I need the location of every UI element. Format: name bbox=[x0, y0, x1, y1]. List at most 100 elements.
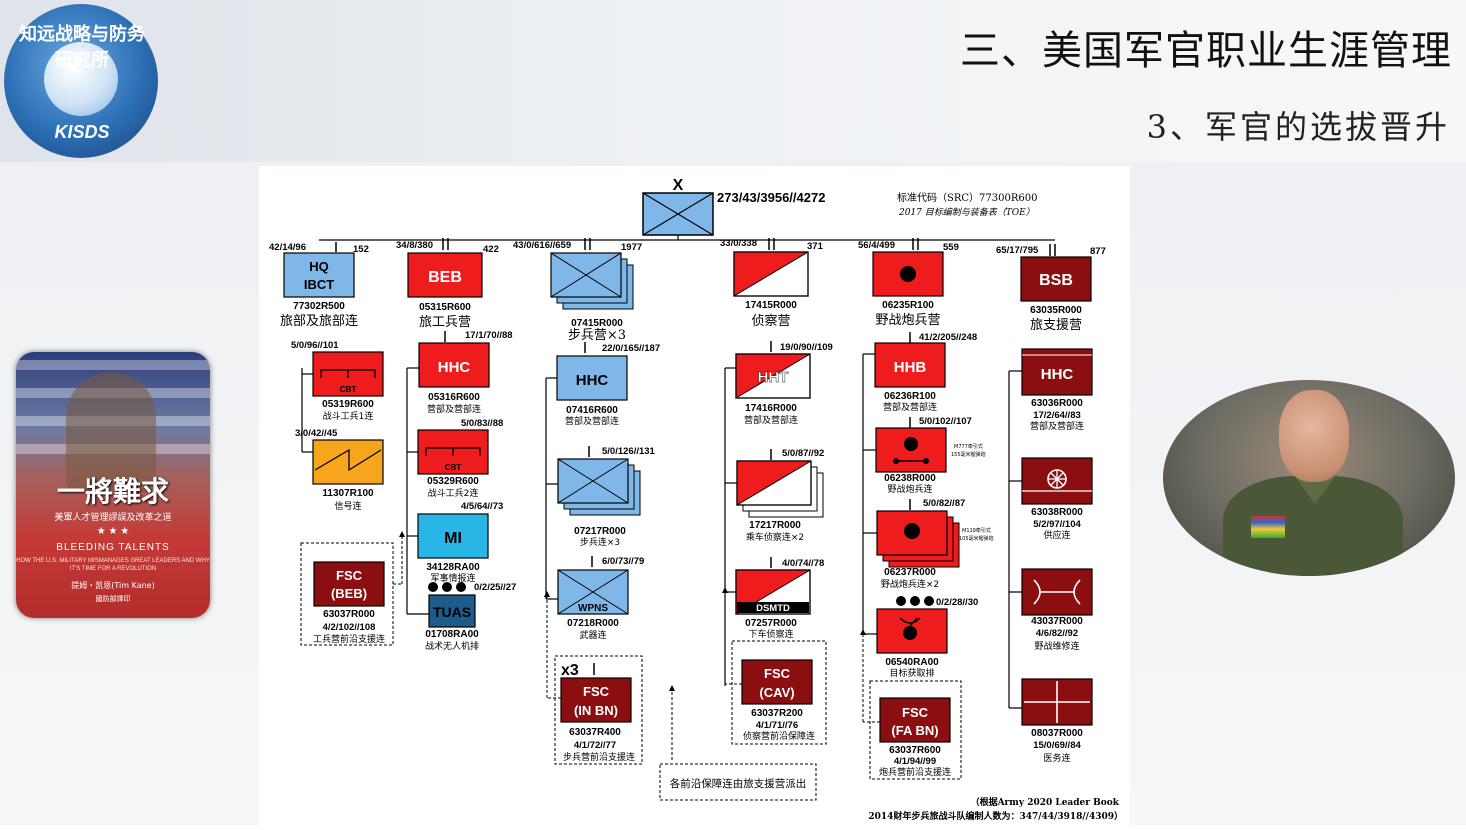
inf-co-numbers: 5/0/126//131 bbox=[602, 446, 656, 457]
fsc-cav-numbers: 4/1/71//76 bbox=[756, 720, 798, 731]
signal-name: 信号连 bbox=[334, 500, 361, 512]
fsc-beb-box bbox=[313, 561, 385, 607]
fsc-in-name: 步兵营前沿支援连 bbox=[563, 751, 635, 763]
mtd-name: 乘车侦察连×2 bbox=[746, 531, 804, 543]
officer-photo bbox=[1163, 380, 1455, 576]
mi-box bbox=[417, 513, 489, 559]
inf-stack-symbol bbox=[550, 252, 634, 310]
fsc-fa-name: 炮兵营前沿支援连 bbox=[879, 766, 951, 778]
hhb-numbers: 41/2/205//248 bbox=[919, 332, 977, 343]
beb-box bbox=[407, 252, 483, 298]
mi-numbers: 4/5/64//73 bbox=[461, 501, 503, 512]
signal-numbers: 3/0/42//45 bbox=[295, 428, 338, 439]
fsc-in-label-2: (IN BN) bbox=[574, 703, 618, 718]
bsb-box bbox=[1020, 256, 1092, 302]
m119-note-2: 105毫米榴弹炮 bbox=[959, 535, 994, 542]
fsc-in-code: 63037R400 bbox=[569, 727, 621, 738]
fsc-beb-numbers: 4/2/102//108 bbox=[323, 622, 376, 633]
wpns-symbol bbox=[557, 569, 629, 615]
fsc-fa-code: 63037R600 bbox=[889, 745, 941, 756]
m119-numbers: 5/0/82//87 bbox=[923, 498, 965, 509]
hq-label-1: HQ bbox=[309, 259, 329, 274]
wpns-numbers: 6/0/73//79 bbox=[602, 556, 644, 567]
m119-name: 野战炮兵连×2 bbox=[881, 578, 939, 590]
logo-chinese-text: 知远战略与防务研究所 bbox=[19, 24, 145, 71]
bsb-hhc-label: HHC bbox=[1041, 366, 1074, 383]
cbt1-numbers: 5/0/96//101 bbox=[291, 340, 339, 351]
artillery-dot-icon bbox=[900, 266, 916, 282]
fsc-in-multiplier: x3 bbox=[561, 662, 579, 679]
tuas-code: 01708RA00 bbox=[425, 629, 479, 640]
brigade-symbol bbox=[642, 192, 714, 236]
maintenance-icon bbox=[1033, 579, 1081, 605]
beb-label: BEB bbox=[428, 269, 462, 286]
flag-stripe bbox=[16, 360, 210, 370]
cbt1-code: 05319R600 bbox=[322, 399, 374, 410]
inf-hhc-code: 07416R600 bbox=[566, 405, 618, 416]
wpns-label: WPNS bbox=[578, 603, 608, 614]
bsb-name: 旅支援营 bbox=[1030, 318, 1082, 333]
m119-note-1: M119牵引式 bbox=[962, 527, 991, 534]
cav-strength: 371 bbox=[807, 241, 824, 252]
fsc-beb-name: 工兵营前沿支援连 bbox=[313, 633, 385, 645]
tuas-name: 战术无人机排 bbox=[425, 640, 479, 652]
tap-code: 06540RA00 bbox=[885, 657, 939, 668]
fa-strength: 559 bbox=[943, 242, 959, 253]
fsc-cav-code: 63037R200 bbox=[751, 708, 803, 719]
mtd-code: 17217R000 bbox=[749, 520, 801, 531]
hq-numbers: 42/14/96 bbox=[269, 242, 306, 253]
hhb-code: 06236R100 bbox=[884, 391, 936, 402]
beb-name: 旅工兵营 bbox=[419, 315, 471, 330]
m119-stack-symbol bbox=[876, 510, 960, 568]
platoon-dots-icon bbox=[896, 596, 934, 606]
signal-code: 11307R100 bbox=[322, 488, 374, 499]
fsc-fa-numbers: 4/1/94//99 bbox=[894, 756, 936, 767]
hht-numbers: 19/0/90//109 bbox=[780, 342, 833, 353]
book-english-title: BLEEDING TALENTS bbox=[56, 542, 170, 553]
book-publisher: 國防部譯印 bbox=[95, 595, 131, 603]
medical-numbers: 15/0/69//84 bbox=[1033, 740, 1081, 751]
fsc-beb-label-1: FSC bbox=[336, 568, 363, 583]
book-title: 一將難求 bbox=[56, 475, 169, 508]
maint-numbers: 4/6/82//92 bbox=[1036, 628, 1078, 639]
fa-name: 野战炮兵营 bbox=[875, 313, 940, 328]
org-chart: X 273/43/3956//4272 标准代码（SRC）77300R600 2… bbox=[259, 166, 1130, 825]
signal-box bbox=[312, 439, 384, 485]
hq-ibct-box bbox=[283, 252, 355, 298]
bsb-strength: 877 bbox=[1090, 246, 1106, 257]
source-line-1: （根据Army 2020 Leader Book bbox=[971, 796, 1120, 808]
source-line-2: 2014财年步兵旅战斗队编制人数为：347/44/3918//4309） bbox=[868, 810, 1123, 822]
cav-name: 侦察营 bbox=[751, 314, 790, 329]
supply-code: 63038R000 bbox=[1031, 507, 1083, 518]
fsc-beb-label-2: (BEB) bbox=[331, 586, 367, 601]
tuas-numbers: 0/2/25//27 bbox=[474, 582, 516, 593]
mtd-numbers: 5/0/87//92 bbox=[782, 448, 824, 459]
tap-name: 目标获取排 bbox=[889, 667, 934, 679]
beb-numbers: 34/8/380 bbox=[396, 240, 433, 251]
bsb-code: 63035R000 bbox=[1030, 305, 1082, 316]
brigade-echelon: X bbox=[673, 177, 684, 194]
hhb-name: 营部及营部连 bbox=[883, 401, 937, 413]
fsc-beb-dashed-frame bbox=[300, 542, 394, 646]
mi-name: 军事情报连 bbox=[430, 572, 475, 584]
cav-numbers: 33/0/338 bbox=[720, 238, 757, 249]
fa-numbers: 56/4/499 bbox=[858, 240, 895, 251]
fsc-in-label-1: FSC bbox=[583, 684, 610, 699]
maint-code: 43037R000 bbox=[1031, 616, 1083, 627]
bsb-hhc-numbers: 17/2/64//83 bbox=[1033, 410, 1081, 421]
cbt2-name: 战斗工兵2连 bbox=[428, 487, 479, 499]
hht-code: 17416R000 bbox=[745, 403, 797, 414]
inf-co-code: 07217R000 bbox=[574, 526, 626, 537]
globe-icon bbox=[44, 42, 118, 116]
inf-hhc-label: HHC bbox=[576, 372, 609, 389]
fsc-in-numbers: 4/1/72//77 bbox=[574, 740, 616, 751]
maint-name: 野战维修连 bbox=[1034, 640, 1079, 652]
inf-hhc-numbers: 22/0/165//187 bbox=[602, 343, 660, 354]
wpns-name: 武器连 bbox=[579, 629, 606, 641]
dsmtd-label: DSMTD bbox=[756, 603, 790, 614]
kisds-logo: 知远战略与防务研究所 KISDS bbox=[0, 0, 162, 162]
beb-hhc-label: HHC bbox=[438, 359, 471, 376]
m777-name: 野战炮兵连 bbox=[887, 483, 932, 495]
beb-hhc-code: 05316R600 bbox=[428, 392, 480, 403]
cbt1-name: 战斗工兵1连 bbox=[323, 410, 374, 422]
